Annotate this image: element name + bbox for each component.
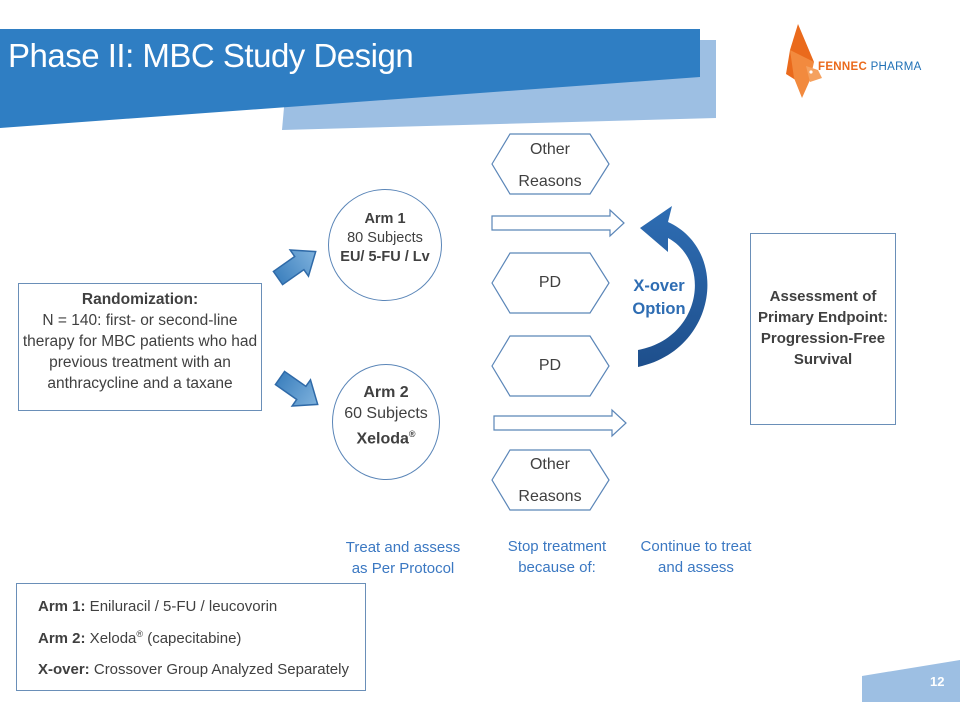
crossover-curved-arrow — [638, 206, 708, 367]
randomization-box: Randomization: N = 140: first- or second… — [18, 283, 262, 411]
arm2-regimen: Xeloda® — [356, 429, 416, 448]
arrow-arm1-continue — [491, 208, 625, 238]
randomization-line: previous treatment with an — [49, 354, 231, 371]
randomization-line: N = 140: first- or second-line — [42, 312, 238, 329]
arm1-subjects: 80 Subjects — [347, 230, 423, 246]
arm1-name: Arm 1 — [364, 211, 406, 227]
footer-page-tab — [862, 660, 960, 702]
page-title: Phase II: MBC Study Design — [8, 37, 414, 74]
hex-other-reasons-bottom — [491, 449, 610, 511]
legend-box: Arm 1: Eniluracil / 5-FU / leucovorin Ar… — [16, 583, 366, 691]
arrow-arm2-continue — [493, 408, 627, 438]
arrow-to-arm2 — [274, 370, 319, 407]
arrow-to-arm1 — [272, 249, 317, 286]
assessment-box: Assessment of Primary Endpoint: Progress… — [750, 233, 896, 425]
randomization-heading: Randomization: — [81, 291, 199, 308]
hex-other-reasons-top — [491, 133, 610, 195]
randomization-line: anthracycline and a taxane — [47, 375, 233, 392]
arm2-ellipse: Arm 2 60 Subjects Xeloda® — [332, 364, 440, 480]
fennec-logo-icon — [786, 24, 822, 98]
legend-arm2: Arm 2: Xeloda® (capecitabine) — [38, 629, 242, 647]
pd-bottom-label: PD — [538, 357, 562, 374]
hex-pd-bottom — [491, 335, 610, 397]
randomization-line: therapy for MBC patients who had — [22, 333, 258, 350]
legend-xover: X-over: Crossover Group Analyzed Separat… — [38, 661, 349, 678]
arm2-subjects: 60 Subjects — [344, 405, 428, 422]
legend-arm1: Arm 1: Eniluracil / 5-FU / leucovorin — [38, 598, 278, 615]
pd-top-label: PD — [538, 274, 562, 291]
arm1-regimen: EU/ 5-FU / Lv — [340, 249, 430, 265]
arm2-name: Arm 2 — [363, 384, 409, 401]
logo-wordmark: FENNEC PHARMA — [818, 61, 922, 73]
title-banner — [0, 29, 716, 130]
page-number: 12 — [930, 674, 945, 689]
hex-pd-top — [491, 252, 610, 314]
arm1-ellipse: Arm 1 80 Subjects EU/ 5-FU / Lv — [328, 189, 442, 301]
